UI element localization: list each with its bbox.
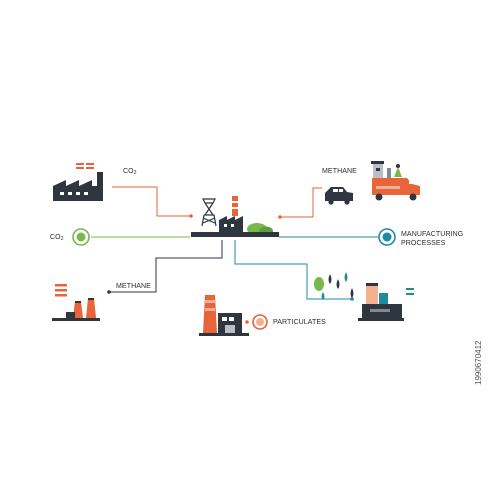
co2-left-label: CO2 [50, 234, 64, 242]
methane-right-label: METHANE [322, 168, 357, 175]
manufacturing-label: MANUFACTURING PROCESSES [401, 231, 464, 247]
manufacturing-plant-icon [314, 272, 414, 321]
connector-methane-left [109, 240, 223, 293]
co2-ring-icon [72, 228, 90, 246]
particulates-label: PARTICULATES [273, 319, 326, 326]
co2-top-label: CO2 [123, 168, 137, 176]
particulates-ring-icon [252, 314, 268, 330]
particulates-plant-icon [199, 295, 249, 336]
connector-dot-particulates [245, 320, 249, 324]
methane-left-label: METHANE [116, 283, 151, 290]
connector-methane-right [280, 187, 322, 218]
factory-icon [53, 163, 103, 201]
watermark-id: 1990670412 [474, 340, 483, 386]
connector-dot-methane-right [278, 215, 282, 219]
connector-co2-top [112, 186, 191, 217]
connector-dot-manufacturing [350, 297, 354, 301]
connector-particulates [234, 240, 352, 300]
methane-plant-icon [52, 284, 100, 321]
connector-dot-co2-top [189, 214, 193, 218]
manufacturing-ring-icon [378, 228, 396, 246]
connectors [91, 186, 378, 324]
connector-dot-methane-left [107, 290, 111, 294]
methane-vehicles-icon [325, 161, 420, 205]
central-plant-icon [191, 196, 279, 237]
